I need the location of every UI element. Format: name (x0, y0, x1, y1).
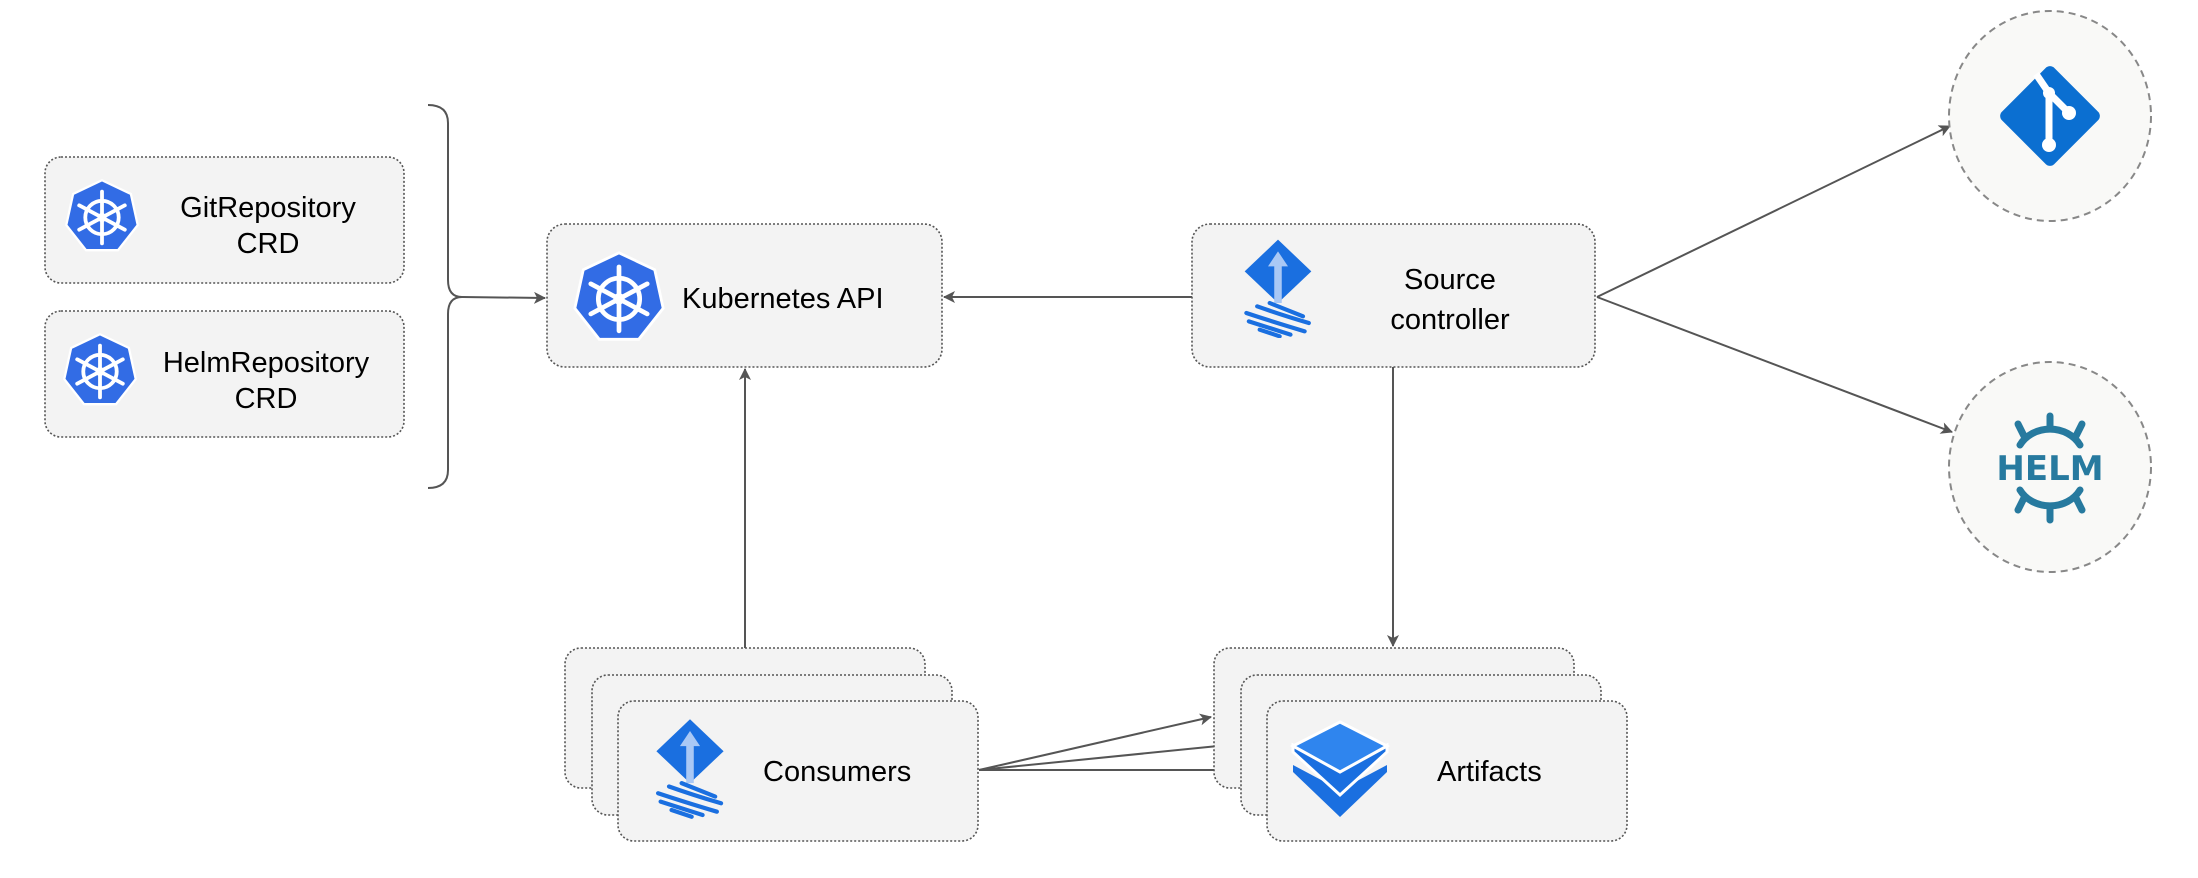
source-controller-label-line1: Source (1404, 264, 1496, 296)
consumers-node[interactable]: Consumers (564, 647, 979, 842)
helm-wordmark: HELM (1996, 449, 2103, 489)
helm-repository-crd-node[interactable]: HelmRepository CRD (44, 310, 405, 438)
source-controller-node[interactable]: Source controller (1191, 223, 1596, 368)
git-repository-label-line2: CRD (237, 228, 300, 260)
layers-icon (1289, 720, 1391, 817)
source-controller-label-line2: controller (1390, 304, 1510, 336)
edge-consumers-to-artifacts-2 (978, 739, 1239, 771)
crd-brace (427, 104, 463, 489)
git-repository-crd-node[interactable]: GitRepository CRD (44, 156, 405, 284)
kubernetes-api-label: Kubernetes API (682, 283, 884, 315)
edge-source-controller-to-git (1596, 125, 1951, 298)
helm-repository-label-line1: HelmRepository (163, 347, 370, 379)
kubernetes-api-node[interactable]: Kubernetes API (546, 223, 943, 368)
helm-repository-label-line2: CRD (235, 383, 298, 415)
consumers-label: Consumers (763, 756, 911, 788)
edge-source-controller-to-helm (1596, 296, 1953, 434)
git-icon (2000, 66, 2100, 166)
artifacts-label: Artifacts (1437, 756, 1542, 788)
helm-icon: HELM (1996, 412, 2104, 524)
edge-crds-to-kubernetes-api (461, 291, 546, 304)
edge-consumers-to-artifacts-1 (978, 713, 1212, 771)
git-repository-label-line1: GitRepository (180, 192, 356, 224)
artifacts-node[interactable]: Artifacts (1213, 647, 1628, 842)
helm-node[interactable]: HELM (1948, 361, 2152, 573)
git-node[interactable] (1948, 10, 2152, 222)
